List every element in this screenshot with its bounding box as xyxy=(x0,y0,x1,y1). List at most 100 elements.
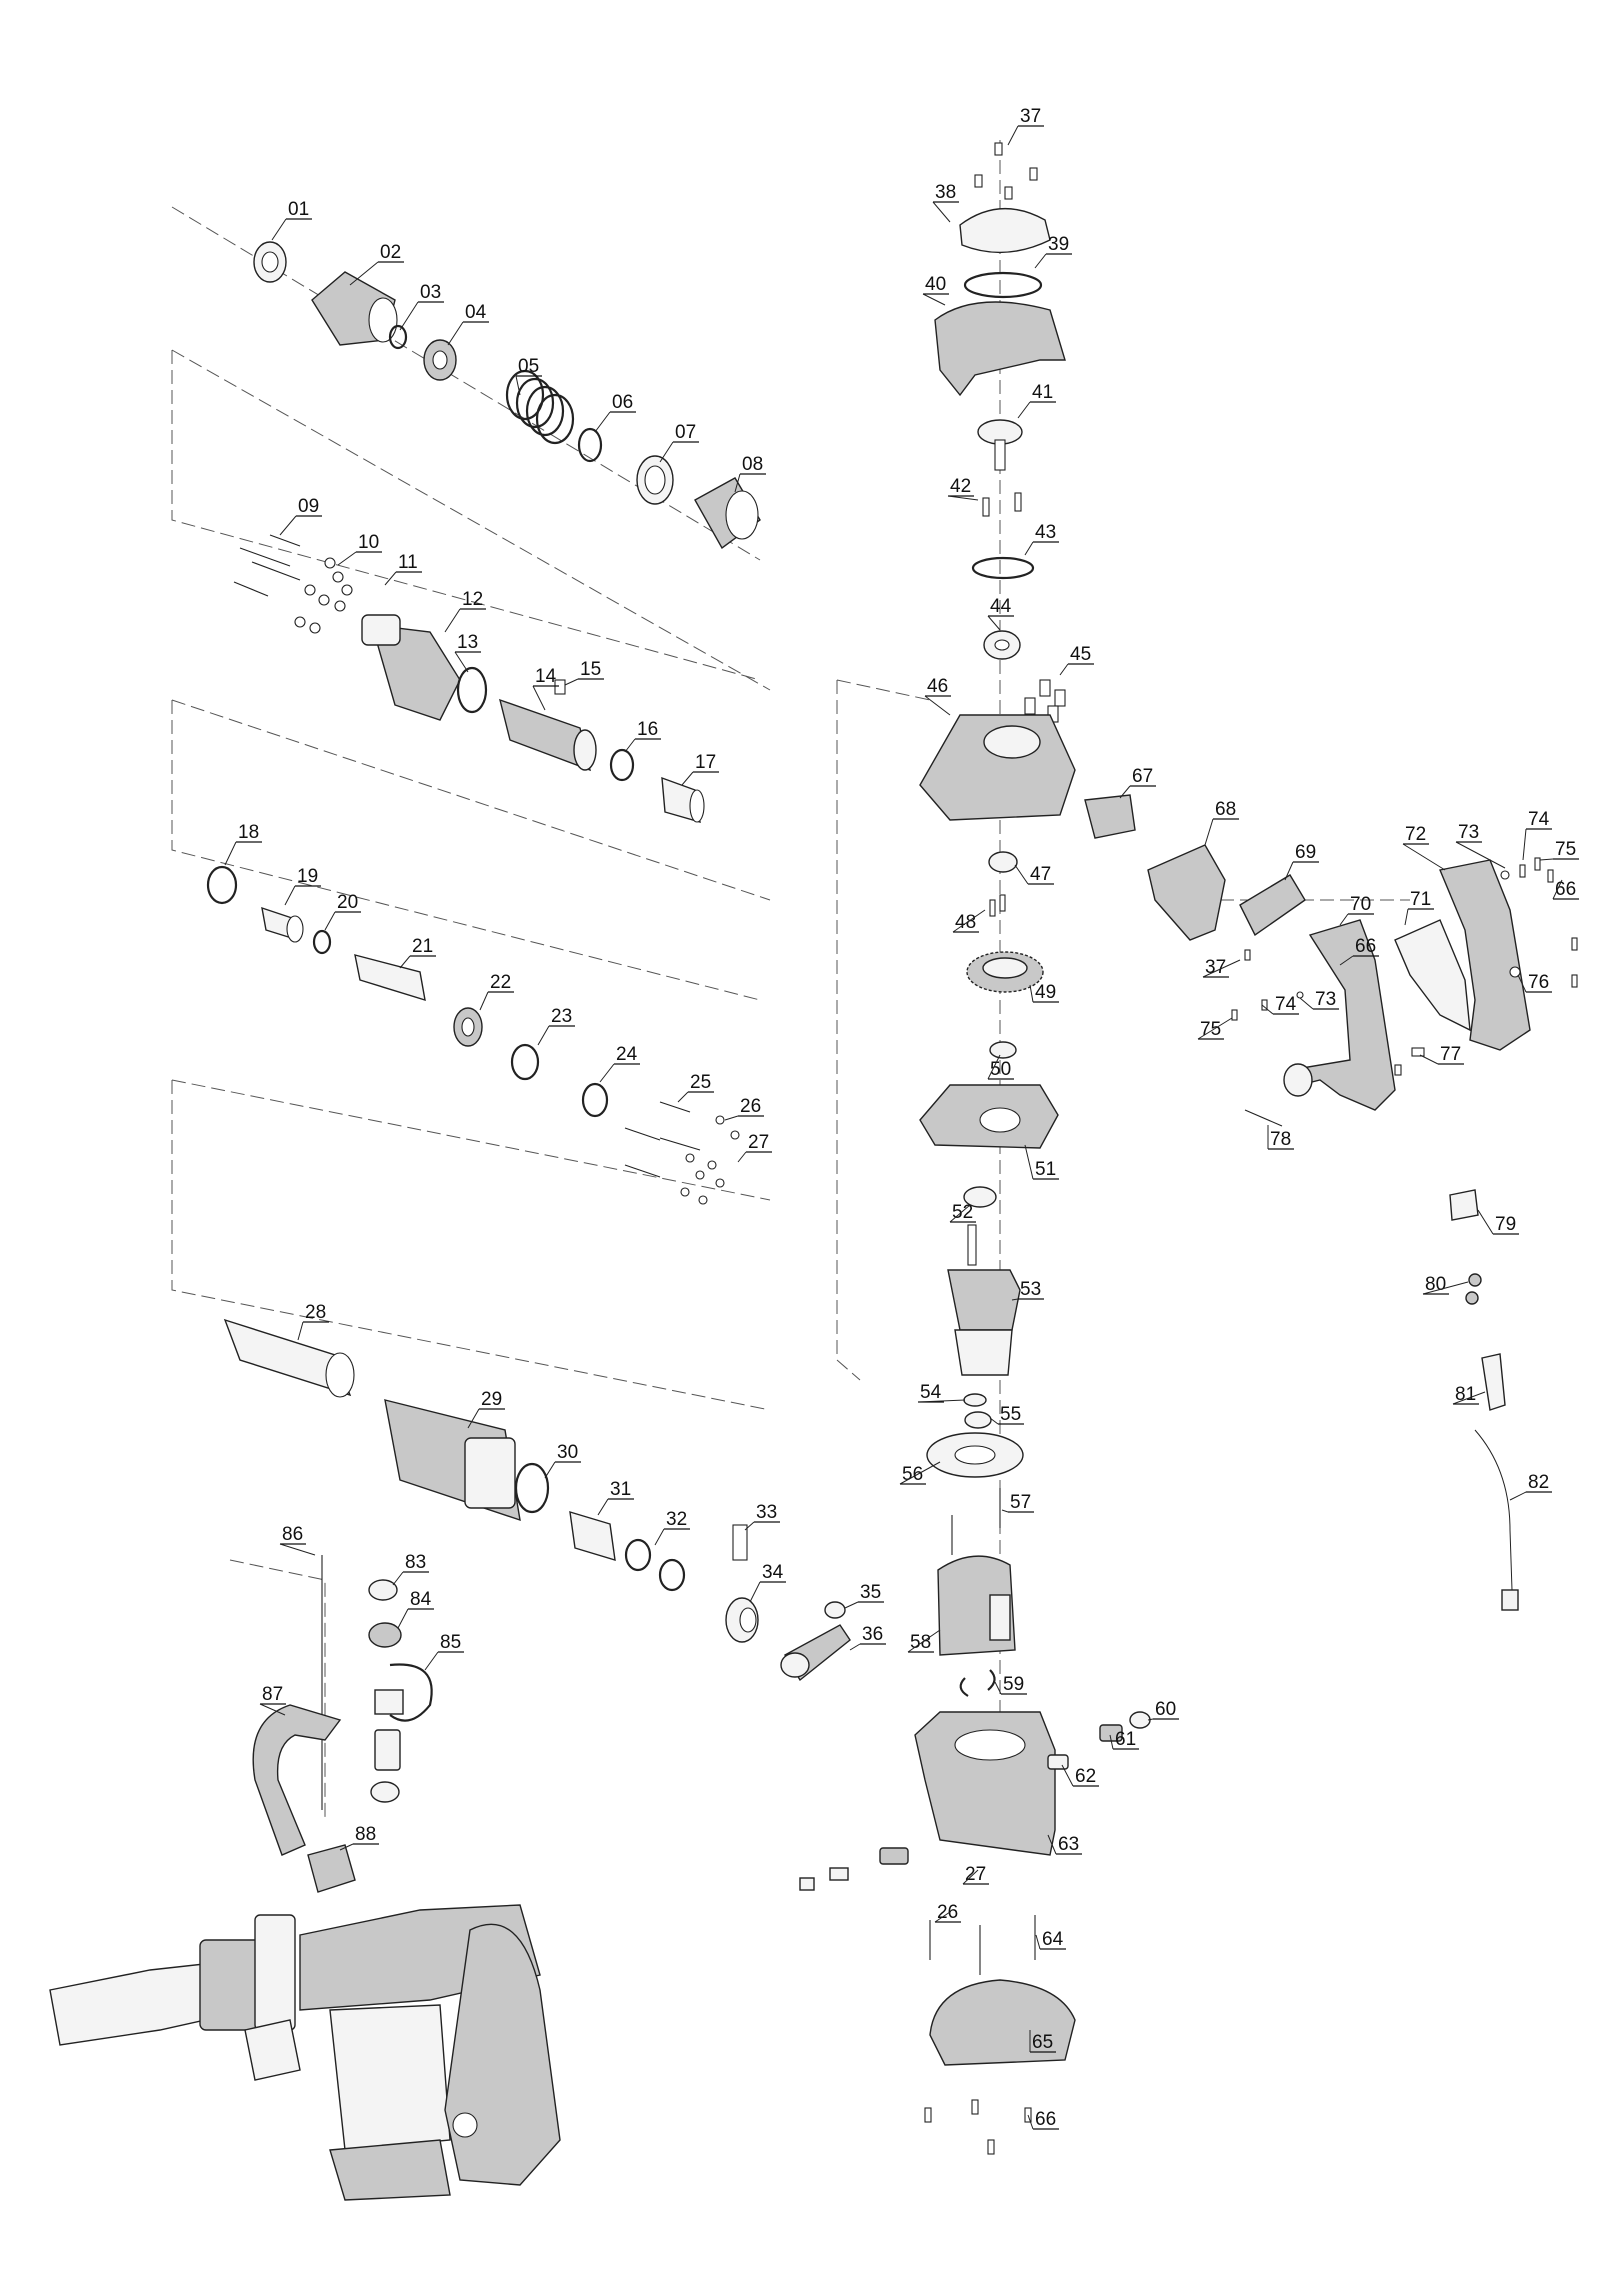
callout-48: 48 xyxy=(955,912,976,933)
callout-50-leader xyxy=(987,1054,1001,1080)
part-85-band xyxy=(374,1663,433,1722)
callout-08-leader xyxy=(734,473,741,493)
callout-41: 41 xyxy=(1032,382,1053,403)
callout-53-leader xyxy=(1011,1298,1019,1301)
callout-40-leader xyxy=(922,293,946,306)
callout-66-repeat-8: 66 xyxy=(1555,879,1576,900)
callout-35-leader xyxy=(844,1601,859,1609)
part-43-disc xyxy=(971,556,1035,580)
part-32-rings xyxy=(624,1538,686,1592)
part-87-side-handle xyxy=(252,1704,401,1856)
callout-76-leader xyxy=(1517,974,1527,993)
part-03-o-ring xyxy=(388,324,408,350)
callout-10: 10 xyxy=(358,532,379,553)
part-82-power-cord xyxy=(1474,1429,1519,1611)
part-42-pins xyxy=(982,492,1022,517)
part-65-base-cover xyxy=(929,1979,1076,2066)
callout-33-leader xyxy=(744,1521,755,1531)
callout-27-repeat-1-leader xyxy=(962,1869,979,1885)
part-17-sleeve xyxy=(661,776,705,823)
callout-06: 06 xyxy=(612,392,633,413)
part-67-cable-clip xyxy=(1084,794,1136,839)
callout-54-leader xyxy=(917,1399,966,1403)
callout-73: 73 xyxy=(1458,822,1479,843)
callout-79-leader xyxy=(1477,1209,1494,1235)
callout-43: 43 xyxy=(1035,522,1056,543)
callout-15-leader xyxy=(564,678,579,686)
callout-88: 88 xyxy=(355,1824,376,1845)
callout-75-leader xyxy=(1539,858,1554,861)
part-59-clips xyxy=(959,1669,996,1697)
callout-22-leader xyxy=(479,991,489,1011)
callout-47-leader xyxy=(1014,864,1029,885)
part-56-baffle xyxy=(926,1432,1024,1478)
part-26-washers xyxy=(680,1115,725,1197)
part-14-piston-tube xyxy=(499,698,597,772)
callout-09-leader xyxy=(279,515,297,536)
callout-75: 75 xyxy=(1555,839,1576,860)
part-55-bearing xyxy=(964,1411,992,1429)
part-37-screws xyxy=(974,142,1038,200)
callout-56-leader xyxy=(899,1461,941,1485)
part-39-o-ring xyxy=(963,271,1043,299)
part-08-sleeve xyxy=(694,477,761,550)
callout-83-leader xyxy=(392,1571,404,1586)
callout-21-leader xyxy=(399,955,411,969)
callout-67-leader xyxy=(1119,785,1131,799)
part-34-bushing xyxy=(725,1597,759,1643)
callout-75-repeat-7-leader xyxy=(1197,1017,1233,1040)
callout-81: 81 xyxy=(1455,1384,1476,1405)
callout-55: 55 xyxy=(1000,1404,1021,1425)
callout-43-leader xyxy=(1024,541,1034,556)
part-38-cover xyxy=(959,208,1051,254)
callout-23-leader xyxy=(537,1025,550,1046)
callout-64-leader xyxy=(1035,1934,1041,1950)
callout-02: 02 xyxy=(380,242,401,263)
callout-39: 39 xyxy=(1048,234,1069,255)
callout-27: 27 xyxy=(748,1132,769,1153)
callout-81-leader xyxy=(1452,1391,1486,1405)
callout-11-leader xyxy=(384,571,397,586)
callout-13-leader xyxy=(454,651,469,673)
callout-60-leader xyxy=(1147,1718,1154,1721)
callout-29: 29 xyxy=(481,1389,502,1410)
callout-65: 65 xyxy=(1032,2032,1053,2053)
part-62-plug xyxy=(1047,1754,1069,1770)
dashed-guide-lines xyxy=(171,140,1410,1820)
callout-07: 07 xyxy=(675,422,696,443)
callout-59-leader xyxy=(994,1681,1002,1695)
callout-31-leader xyxy=(597,1498,609,1516)
callout-71-leader xyxy=(1404,908,1409,926)
callout-74: 74 xyxy=(1528,809,1550,830)
part-05-spring xyxy=(505,369,575,445)
callout-12-leader xyxy=(444,608,461,633)
callout-36-leader xyxy=(849,1643,861,1651)
callout-80: 80 xyxy=(1425,1274,1446,1295)
callout-82: 82 xyxy=(1528,1472,1549,1493)
callout-25-leader xyxy=(677,1091,689,1103)
callout-19-leader xyxy=(284,885,296,906)
part-54-washer xyxy=(963,1393,987,1407)
callout-01: 01 xyxy=(288,199,309,220)
callout-53: 53 xyxy=(1020,1279,1041,1300)
callout-11: 11 xyxy=(398,552,418,573)
part-40-gear-cover xyxy=(934,301,1066,397)
callout-23: 23 xyxy=(551,1006,572,1027)
callout-37-repeat-4-leader xyxy=(1202,959,1241,978)
callout-36: 36 xyxy=(862,1624,883,1645)
part-72-handle-half xyxy=(1439,859,1531,1051)
callout-34-leader xyxy=(749,1581,761,1603)
callout-63-leader xyxy=(1047,1834,1057,1855)
callout-40: 40 xyxy=(925,274,946,295)
callout-64: 64 xyxy=(1042,1929,1064,1950)
part-44-bearing xyxy=(983,630,1021,660)
part-20-o-ring xyxy=(312,929,332,955)
callout-15: 15 xyxy=(580,659,601,680)
part-36-connecting-rod xyxy=(780,1624,851,1682)
callout-17: 17 xyxy=(695,752,716,773)
callout-57-leader xyxy=(1001,1509,1009,1513)
callout-71: 71 xyxy=(1410,889,1431,910)
callout-73-leader xyxy=(1455,841,1506,869)
callout-04: 04 xyxy=(465,302,487,323)
